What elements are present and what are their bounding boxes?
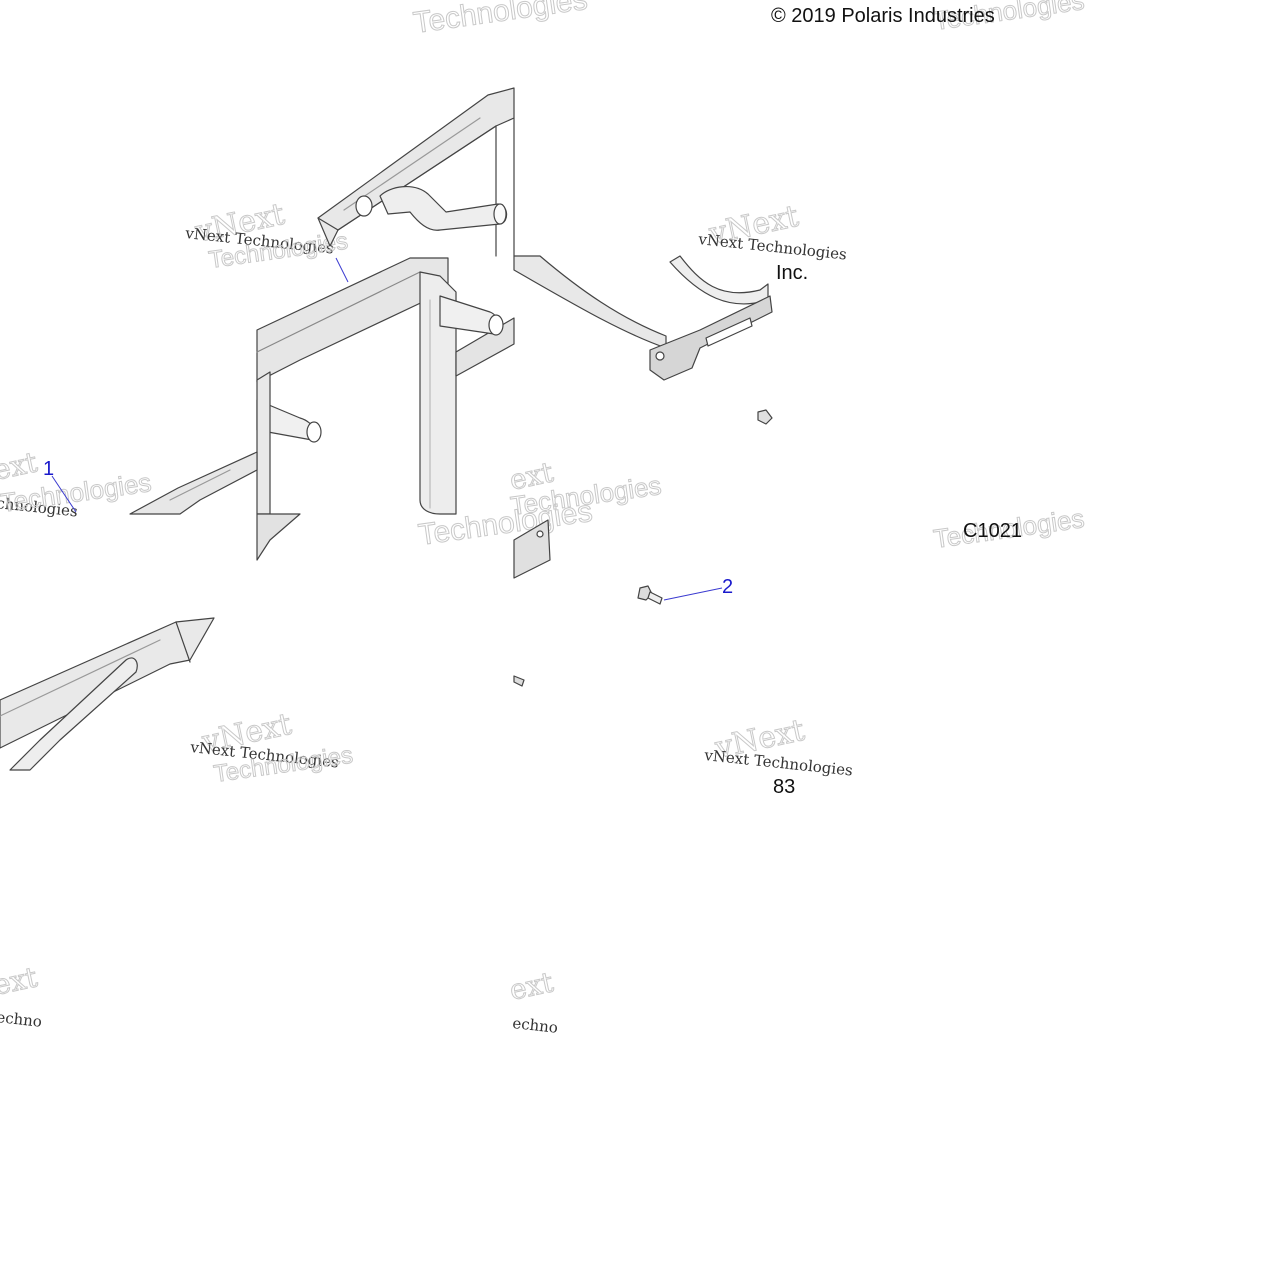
leader-line-2 xyxy=(663,587,723,601)
watermark-fragment: ext xyxy=(0,960,41,1002)
page-number: 83 xyxy=(773,776,795,798)
rack-side-rail-left xyxy=(129,451,258,515)
copyright-text: © 2019 Polaris Industries xyxy=(771,5,995,27)
watermark-fragment: echno xyxy=(0,1008,43,1031)
watermark-fragment: echno xyxy=(512,1014,559,1037)
mounting-bracket xyxy=(513,255,773,425)
drawing-code: C1021 xyxy=(963,520,1022,542)
leader-line-top xyxy=(335,257,349,283)
company-suffix-text: Inc. xyxy=(776,262,808,284)
watermark-fragment: ext xyxy=(507,965,557,1007)
watermark-fragment: ext xyxy=(0,445,41,487)
watermark-technologies: Technologies xyxy=(411,0,589,40)
rack-frame-upper-corner xyxy=(317,87,515,257)
leader-line-1 xyxy=(51,475,77,513)
rack-frame-center-upright xyxy=(256,257,515,561)
parts-layer xyxy=(0,87,773,771)
bolt-part-2 xyxy=(637,585,663,605)
rack-side-rail-end xyxy=(0,617,215,771)
watermark-layer: Technologies Technologies vNext vNext Te… xyxy=(0,0,1087,1037)
mount-plate-small xyxy=(513,519,551,687)
callout-layer: 1 2 xyxy=(43,257,733,601)
text-layer: © 2019 Polaris Industries Inc. C1021 83 xyxy=(771,5,1022,798)
callout-number-2[interactable]: 2 xyxy=(722,576,733,598)
callout-number-1[interactable]: 1 xyxy=(43,458,54,480)
